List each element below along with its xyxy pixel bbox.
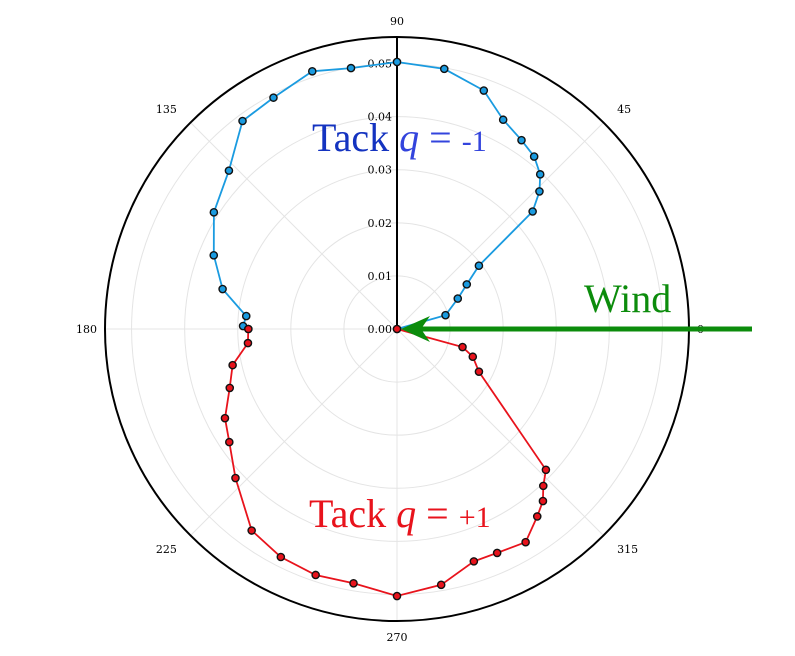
data-point <box>528 207 537 216</box>
grid-spoke <box>396 328 604 536</box>
radial-tick-label: 0.01 <box>368 270 393 283</box>
data-point <box>209 208 219 217</box>
annotations: Wind Tack q = -1 Tack q = +1 <box>309 115 752 536</box>
radial-tick-label: 0.02 <box>368 217 393 230</box>
data-point <box>441 310 450 320</box>
grid-spoke <box>190 328 398 536</box>
wind-arrow-head <box>401 316 430 342</box>
data-point <box>311 570 320 580</box>
data-point <box>243 338 253 348</box>
tack-neg-label: Tack q = -1 <box>312 115 487 160</box>
data-point <box>469 557 479 566</box>
data-point <box>244 324 253 334</box>
data-point <box>238 116 247 126</box>
data-point <box>392 57 402 67</box>
wind-label: Wind <box>584 276 671 321</box>
angle-tick-label: 45 <box>617 103 631 116</box>
data-point <box>307 66 317 76</box>
data-point <box>498 115 508 125</box>
angle-tick-labels: 04590135180225270315 <box>76 15 704 644</box>
data-point <box>225 383 235 393</box>
data-point <box>346 63 356 73</box>
angle-tick-label: 315 <box>617 543 638 556</box>
data-point <box>224 166 234 175</box>
data-point <box>209 251 219 260</box>
data-point <box>231 473 240 483</box>
data-point <box>474 367 484 376</box>
angle-tick-label: 90 <box>390 15 404 28</box>
data-point <box>517 135 526 145</box>
series-1 <box>220 324 551 601</box>
data-point <box>492 548 502 558</box>
tack-pos-label: Tack q = +1 <box>309 491 491 536</box>
radial-tick-labels: 0.000.010.020.030.040.05 <box>368 58 393 336</box>
data-point <box>468 352 478 362</box>
data-point <box>218 284 227 294</box>
data-point <box>453 294 463 303</box>
data-point <box>225 437 234 447</box>
data-point <box>541 465 551 475</box>
data-point <box>220 413 230 423</box>
data-point <box>436 580 446 590</box>
radial-tick-label: 0.04 <box>368 111 393 124</box>
data-point <box>228 360 237 370</box>
angle-tick-label: 135 <box>156 103 177 116</box>
series-line <box>212 61 542 330</box>
data-point <box>276 552 286 562</box>
data-point <box>247 526 256 535</box>
angle-tick-label: 180 <box>76 323 97 336</box>
radial-tick-label: 0.00 <box>368 323 393 336</box>
data-point <box>439 64 449 74</box>
data-point <box>474 261 484 270</box>
angle-tick-label: 270 <box>387 631 408 644</box>
data-point <box>538 481 548 491</box>
series-0 <box>209 57 545 334</box>
data-point <box>462 280 472 289</box>
angle-tick-label: 225 <box>156 543 177 556</box>
data-point <box>532 512 542 521</box>
data-point <box>538 496 548 506</box>
data-point <box>392 324 402 334</box>
data-point <box>241 311 251 321</box>
grid-spoke <box>190 122 398 330</box>
data-point <box>269 93 278 102</box>
series-line <box>224 328 547 597</box>
data-point <box>521 537 530 547</box>
data-point <box>529 152 539 161</box>
data-point <box>392 591 402 601</box>
data-point <box>349 579 358 588</box>
data-point <box>458 342 467 352</box>
data-point <box>535 170 545 179</box>
data-point <box>479 86 489 95</box>
data-point <box>535 187 544 196</box>
radial-tick-label: 0.03 <box>368 164 393 177</box>
data-series <box>209 57 551 601</box>
grid-spoke <box>396 122 604 330</box>
